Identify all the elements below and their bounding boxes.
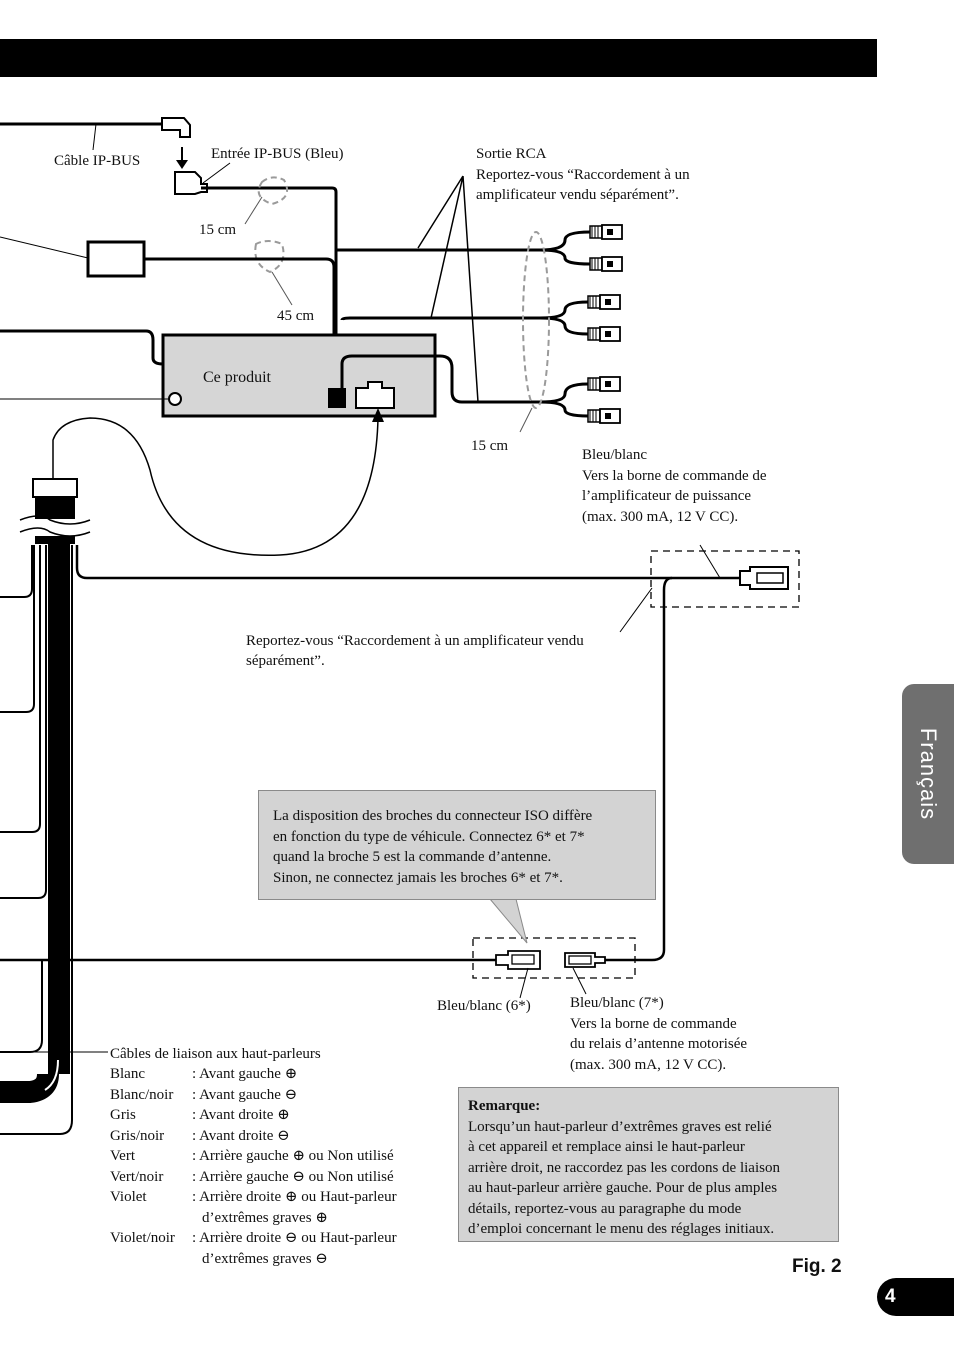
speaker-legend-row: Violet/noir: Arrière droite ⊖ ou Haut-pa…: [110, 1230, 397, 1246]
figure-label: Fig. 2: [792, 1256, 842, 1277]
pin7-desc-2: du relais d’antenne motorisée: [570, 1036, 748, 1052]
speaker-legend-row: Violet: Arrière droite ⊕ ou Haut-parleur: [110, 1189, 397, 1205]
ipbus-input-label: Entrée IP-BUS (Bleu): [211, 146, 344, 162]
ipbus-cable-label: Câble IP-BUS: [54, 153, 141, 169]
rca-output-desc-1: Reportez-vous “Raccordement à un: [476, 167, 690, 183]
iso-note-box: La disposition des broches du connecteur…: [258, 790, 656, 900]
rca-output-desc-2: amplificateur vendu séparément”.: [476, 187, 679, 203]
bluewhite-desc-2: l’amplificateur de puissance: [582, 488, 752, 504]
language-tab[interactable]: Français: [902, 684, 954, 864]
remark-line: arrière droit, ne raccordez pas les cord…: [468, 1159, 780, 1176]
bluewhite-desc-3: (max. 300 mA, 12 V CC).: [582, 509, 739, 525]
pin7-desc-1: Vers la borne de commande: [570, 1016, 737, 1032]
product-label: Ce produit: [203, 369, 271, 386]
length-15cm-rca-label: 15 cm: [471, 438, 509, 454]
pin7-title: Bleu/blanc (7*): [570, 995, 664, 1011]
length-15cm-label: 15 cm: [199, 222, 237, 238]
speaker-legend-title: Câbles de liaison aux haut-parleurs: [110, 1046, 321, 1062]
page-number: 4: [877, 1278, 954, 1316]
speaker-legend-row: Blanc/noir: Avant gauche ⊖: [110, 1087, 298, 1103]
remark-line: d’emploi concernant le menu des réglages…: [468, 1221, 775, 1237]
speaker-legend-row: Gris: Avant droite ⊕: [110, 1107, 290, 1123]
ipbus-cable: [0, 117, 338, 388]
remark-title: Remarque:: [468, 1098, 541, 1114]
bluewhite-title: Bleu/blanc: [582, 447, 647, 463]
speaker-legend-row: Gris/noir: Avant droite ⊖: [110, 1128, 290, 1144]
pin7-desc-3: (max. 300 mA, 12 V CC).: [570, 1057, 727, 1073]
remark-line: Lorsqu’un haut-parleur d’extrêmes graves…: [468, 1118, 772, 1135]
amp-ref-2: séparément”.: [246, 653, 325, 669]
remark-line: détails, reportez-vous au paragraphe du …: [468, 1200, 742, 1217]
remark-line: à cet appareil et remplace ainsi le haut…: [468, 1139, 745, 1155]
amp-ref-1: Reportez-vous “Raccordement à un amplifi…: [246, 633, 584, 649]
iso-note-line: La disposition des broches du connecteur…: [273, 808, 593, 824]
speaker-legend-row: Blanc: Avant gauche ⊕: [110, 1066, 298, 1082]
pin6-label: Bleu/blanc (6*): [437, 998, 531, 1014]
language-tab-label: Français: [916, 727, 941, 821]
remark-line: au haut-parleur arrière gauche. Pour de …: [468, 1180, 778, 1196]
speaker-legend-continuation: d’extrêmes graves ⊖: [202, 1251, 328, 1267]
length-45cm-label: 45 cm: [277, 308, 315, 324]
iso-note-line: Sinon, ne connectez jamais les broches 6…: [273, 869, 563, 886]
header-bar: [0, 39, 877, 77]
iso-note-line: en fonction du type de véhicule. Connect…: [273, 828, 585, 845]
bluewhite-desc-1: Vers la borne de commande de: [582, 468, 767, 484]
rca-output-title: Sortie RCA: [476, 146, 547, 162]
speaker-legend-continuation: d’extrêmes graves ⊕: [202, 1210, 328, 1226]
speaker-legend-row: Vert/noir: Arrière gauche ⊖ ou Non utili…: [110, 1169, 394, 1185]
speaker-legend-row: Vert: Arrière gauche ⊕ ou Non utilisé: [110, 1148, 394, 1164]
iso-note-line: quand la broche 5 est la commande d’ante…: [273, 849, 552, 865]
remark-box: Remarque: Lorsqu’un haut-parleur d’extrê…: [458, 1087, 839, 1242]
